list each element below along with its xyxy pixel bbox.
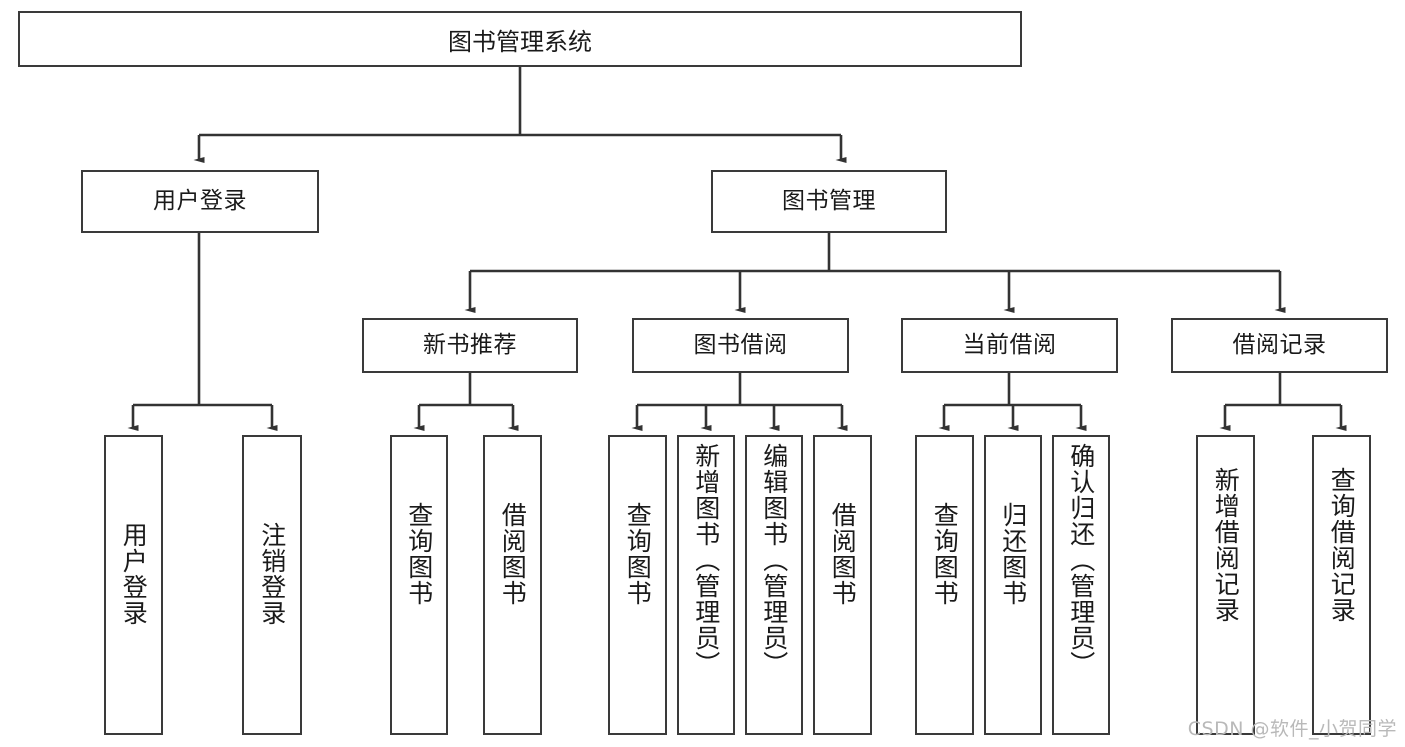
node-root[interactable]: 图书管理系统 xyxy=(18,11,1022,67)
node-new-book-recommend[interactable]: 新书推荐 xyxy=(362,318,578,373)
node-book-borrow-label: 图书借阅 xyxy=(693,331,788,358)
node-book-management-label: 图书管理 xyxy=(782,187,876,214)
leaf-current-return-book[interactable]: 归还图书 xyxy=(984,435,1042,735)
node-borrow-record-label: 借阅记录 xyxy=(1232,331,1327,358)
leaf-borrow-borrow-book[interactable]: 借阅图书 xyxy=(813,435,872,735)
leaf-recommend-query-book[interactable]: 查询图书 xyxy=(390,435,448,735)
leaf-label: 确认归还（管理员） xyxy=(1066,443,1096,677)
leaf-label: 归还图书 xyxy=(998,502,1028,606)
node-new-book-recommend-label: 新书推荐 xyxy=(423,331,517,358)
leaf-current-query-book[interactable]: 查询图书 xyxy=(915,435,974,735)
leaf-label: 查询借阅记录 xyxy=(1327,467,1357,623)
node-book-management[interactable]: 图书管理 xyxy=(711,170,947,233)
leaf-label: 借阅图书 xyxy=(498,502,528,606)
leaf-label: 查询图书 xyxy=(930,502,960,606)
node-current-borrow-label: 当前借阅 xyxy=(962,331,1057,358)
node-borrow-record[interactable]: 借阅记录 xyxy=(1171,318,1388,373)
watermark: CSDN @软件_小贺同学 xyxy=(1187,718,1397,740)
leaf-label: 查询图书 xyxy=(404,502,434,606)
node-book-borrow[interactable]: 图书借阅 xyxy=(632,318,849,373)
leaf-borrow-edit-book-admin[interactable]: 编辑图书（管理员） xyxy=(745,435,803,735)
node-current-borrow[interactable]: 当前借阅 xyxy=(901,318,1118,373)
leaf-record-query-record[interactable]: 查询借阅记录 xyxy=(1312,435,1371,735)
leaf-label: 借阅图书 xyxy=(828,502,858,606)
leaf-label: 注销登录 xyxy=(257,522,287,626)
node-user-login-label: 用户登录 xyxy=(153,187,247,214)
leaf-label: 用户登录 xyxy=(119,522,149,626)
leaf-borrow-query-book[interactable]: 查询图书 xyxy=(608,435,667,735)
leaf-label: 新增借阅记录 xyxy=(1211,467,1241,623)
leaf-label: 新增图书（管理员） xyxy=(691,443,721,677)
leaf-label: 查询图书 xyxy=(623,502,653,606)
leaf-recommend-borrow-book[interactable]: 借阅图书 xyxy=(483,435,542,735)
leaf-user-login-login[interactable]: 用户登录 xyxy=(104,435,163,735)
node-root-label: 图书管理系统 xyxy=(448,27,592,56)
leaf-current-confirm-return-admin[interactable]: 确认归还（管理员） xyxy=(1052,435,1110,735)
node-user-login[interactable]: 用户登录 xyxy=(81,170,319,233)
leaf-borrow-add-book-admin[interactable]: 新增图书（管理员） xyxy=(677,435,735,735)
leaf-user-login-logout[interactable]: 注销登录 xyxy=(242,435,302,735)
leaf-label: 编辑图书（管理员） xyxy=(759,443,789,677)
leaf-record-add-record[interactable]: 新增借阅记录 xyxy=(1196,435,1255,735)
